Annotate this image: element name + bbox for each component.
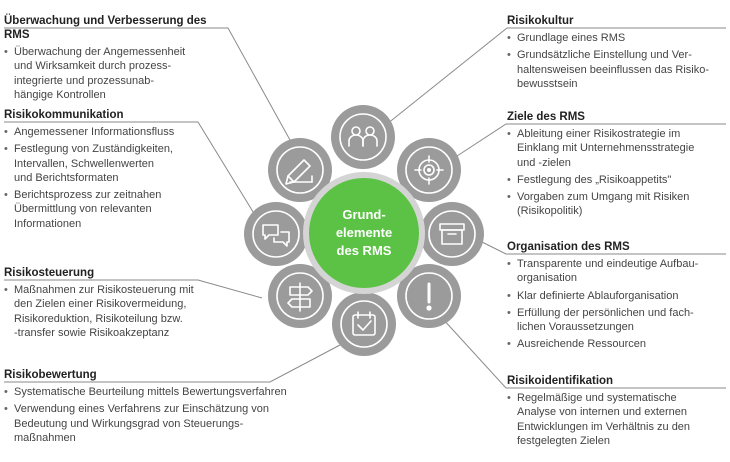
list-item: Regelmäßige und systematische Analyse vo… [507, 391, 727, 448]
section-title: Risikokommunikation [4, 109, 124, 121]
section-kultur: Risikokultur Grundlage eines RMS Grundsä… [507, 14, 727, 94]
connector-lines [4, 27, 726, 389]
checklist-node [332, 292, 396, 356]
section-title: Risikobewertung [4, 369, 97, 381]
list-item: Erfüllung der persönlichen und fach- lic… [507, 306, 727, 335]
warning-icon [426, 282, 432, 311]
list-item: Klar definierte Ablauforganisation [507, 289, 727, 304]
section-title: Risikoidentifikation [507, 375, 614, 387]
section-identifikation: Risikoidentifikation Regelmäßige und sys… [507, 374, 727, 451]
signpost-icon [287, 282, 313, 312]
section-title: Organisation des RMS [507, 241, 630, 253]
center-line-3: des RMS [337, 243, 392, 258]
pencil-node [268, 138, 332, 202]
line-organisation [477, 239, 726, 255]
list-item: Verwendung eines Verfahrens zur Einschät… [4, 402, 304, 445]
checklist-icon [352, 311, 376, 336]
list-item: Festlegung des „Risikoappetits" [507, 173, 727, 188]
line-kommunikation [4, 121, 259, 221]
list-item: Grundsätzliche Einstellung und Ver- halt… [507, 48, 727, 91]
section-title: Risikokultur [507, 15, 574, 27]
speech-bubbles-icon [262, 224, 290, 247]
list-item: Angemessener Informationsfluss [4, 125, 214, 140]
center-line-1: Grund- [342, 207, 385, 222]
list-item: Systematische Beurteilung mittels Bewert… [4, 385, 304, 400]
list-item: Berichtsprozess zur zeitnahen Übermittlu… [4, 188, 214, 231]
list-item: Ausreichende Ressourcen [507, 337, 727, 352]
box-icon [439, 223, 465, 245]
section-ueberwachung: Überwachung und Verbesserung des RMS Übe… [4, 14, 234, 105]
speech-node [244, 202, 308, 266]
section-kommunikation: Risikokommunikation Angemessener Informa… [4, 108, 214, 234]
list-item: Vorgaben zum Umgang mit Risiken (Risikop… [507, 190, 727, 219]
people-node [331, 105, 395, 169]
target-icon [414, 155, 444, 185]
center-line-2: elemente [336, 225, 392, 240]
line-ziele [453, 123, 726, 159]
section-title: Ziele des RMS [507, 111, 585, 123]
list-item: Festlegung von Zuständigkeiten, Interval… [4, 142, 214, 185]
center-circle: Grund- elemente des RMS [303, 172, 425, 294]
line-identifikation [441, 317, 726, 389]
line-kultur [386, 27, 726, 125]
list-item: Maßnahmen zur Risikosteuerung mit den Zi… [4, 283, 234, 340]
section-ziele: Ziele des RMS Ableitung einer Risikostra… [507, 110, 727, 222]
line-ueberwachung [4, 27, 291, 141]
line-bewertung [4, 344, 341, 383]
section-steuerung: Risikosteuerung Maßnahmen zur Risikosteu… [4, 266, 234, 343]
section-bewertung: Risikobewertung Systematische Beurteilun… [4, 368, 304, 448]
people-icon [348, 126, 378, 147]
list-item: Transparente und eindeutige Aufbau- orga… [507, 257, 727, 286]
line-steuerung [4, 279, 263, 299]
list-item: Grundlage eines RMS [507, 31, 727, 46]
pencil-ruler-icon [285, 159, 313, 185]
section-title: Überwachung und Verbesserung des RMS [4, 15, 207, 41]
list-item: Ableitung einer Risikostrategie im Einkl… [507, 127, 727, 170]
list-item: Überwachung der Angemessenheit und Wirks… [4, 45, 234, 102]
section-organisation: Organisation des RMS Transparente und ei… [507, 240, 727, 355]
section-title: Risikosteuerung [4, 267, 95, 279]
